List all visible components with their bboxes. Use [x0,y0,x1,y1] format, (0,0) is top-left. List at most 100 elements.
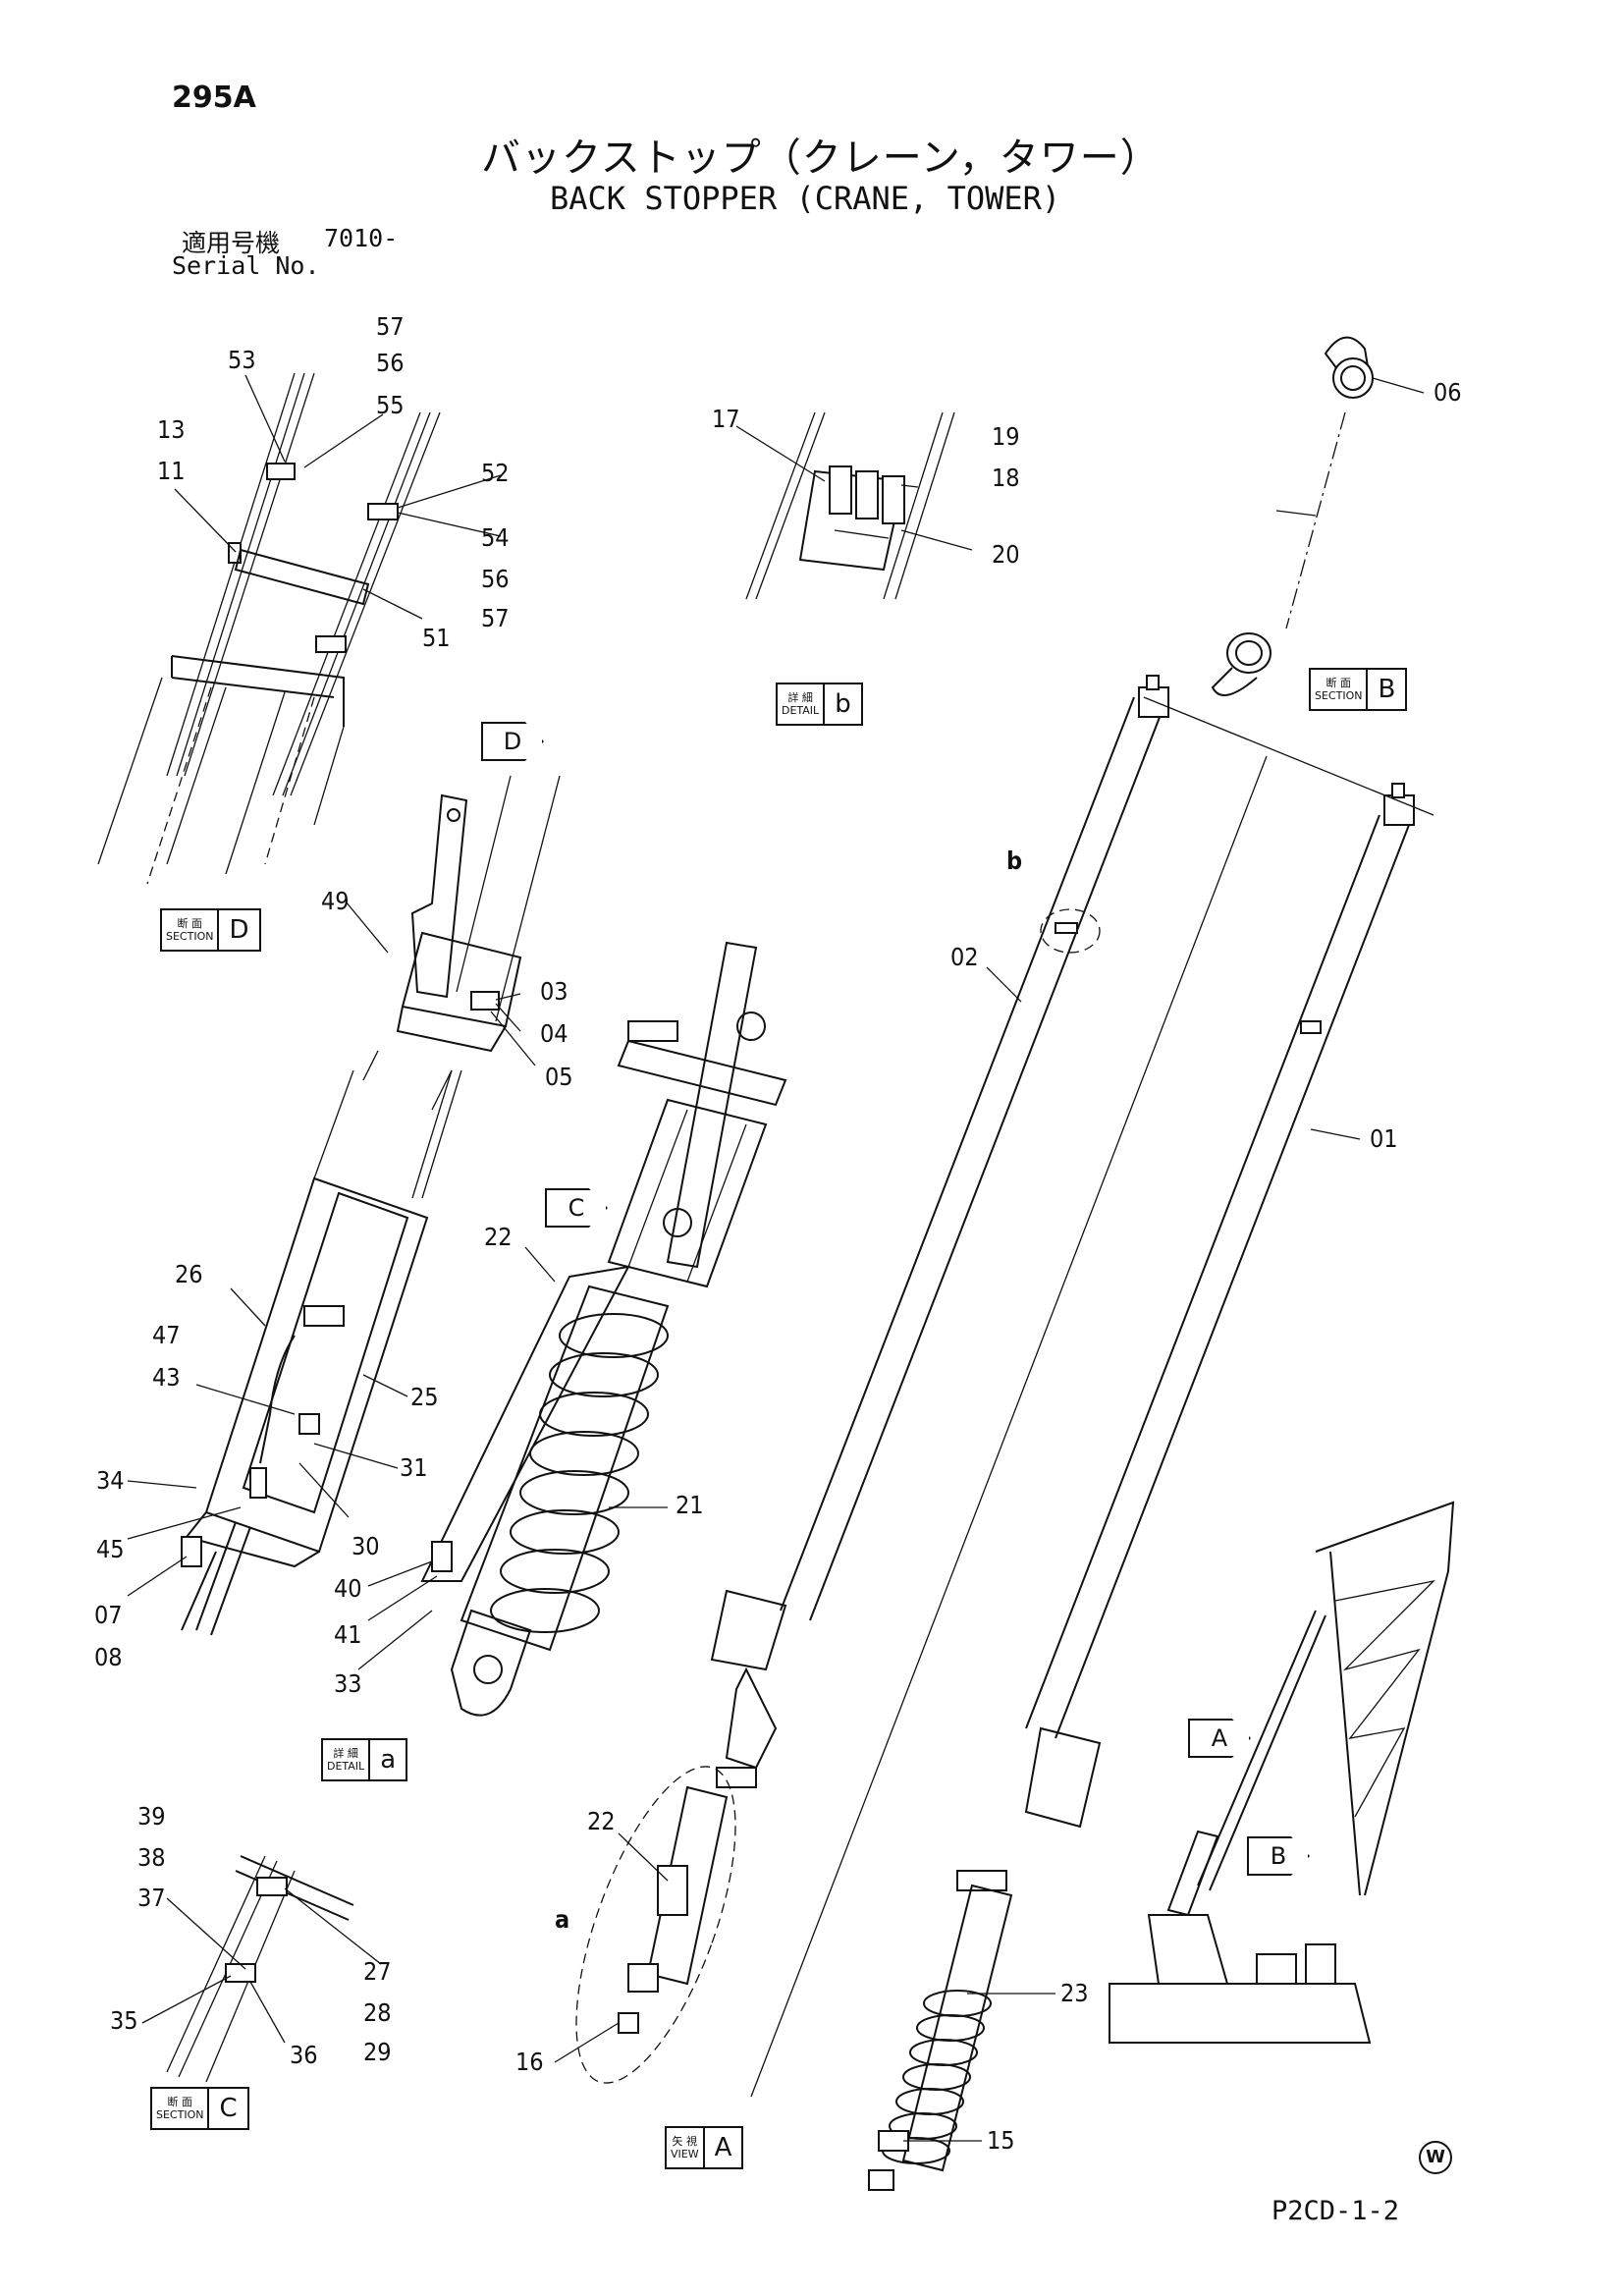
section-b-tag-jp: 断 面 [1325,677,1351,689]
callout-56: 56 [481,565,510,593]
callout-40: 40 [334,1574,362,1603]
callout-20: 20 [992,540,1020,569]
detail-marker-b: b [1006,847,1023,875]
section-d-tag-jp: 断 面 [177,917,202,930]
callout-27: 27 [363,1957,392,1986]
section-c-tag-jp: 断 面 [167,2096,192,2108]
detail-b-tag-en: DETAIL [782,704,820,717]
callout-16: 16 [515,2048,544,2076]
serial-label-english: Serial No. [172,251,320,280]
section-c-tag-en: SECTION [156,2108,204,2121]
detail-a-tag-letter: a [380,1745,397,1775]
serial-number-value: 7010- [324,224,399,252]
callout-31: 31 [400,1453,428,1482]
callout-11: 11 [157,457,186,485]
callout-15: 15 [987,2126,1015,2155]
pin-section-b [1211,336,1374,696]
callout-22-view-a: 22 [587,1807,616,1835]
section-b-tag-letter: B [1378,675,1396,704]
callout-22-detail-a: 22 [484,1223,513,1251]
callout-01: 01 [1370,1124,1398,1153]
callout-28: 28 [363,1998,392,2027]
callout-52: 52 [481,459,510,487]
callout-53: 53 [228,346,256,374]
spring-coils-23 [882,1990,992,2164]
callout-36: 36 [290,2041,318,2069]
callout-03: 03 [540,977,568,1006]
callout-25: 25 [410,1383,439,1411]
title-japanese: バックストップ（クレーン，タワー） [481,136,1161,181]
callout-35: 35 [110,2006,138,2035]
callout-26: 26 [175,1260,203,1288]
view-arrow-c: C [545,1188,608,1228]
callout-54: 54 [481,523,510,552]
view-arrow-b: B [1247,1836,1310,1876]
callout-08: 08 [94,1643,123,1671]
callout-29: 29 [363,2038,392,2066]
callout-13: 13 [157,415,186,444]
view-a-tag-en: VIEW [671,2148,699,2160]
callout-41: 41 [334,1620,362,1649]
watermark-w-circle: W [1419,2141,1452,2174]
spring-coils-a [490,1313,669,1633]
section-d-hardware [362,775,561,1111]
leader-lines [127,374,1425,2142]
callout-04: 04 [540,1019,568,1048]
callout-45: 45 [96,1535,125,1563]
callout-18: 18 [992,464,1020,492]
detail-b-drawing [745,411,955,600]
callout-57: 57 [481,604,510,632]
callout-02: 02 [950,943,979,971]
boom-head-section-d [97,372,441,885]
callout-55: 55 [376,391,405,419]
view-a-tag-letter: A [714,2133,732,2162]
callout-37: 37 [137,1884,166,1912]
section-c-tag-letter: C [219,2094,238,2123]
callout-21: 21 [676,1491,704,1519]
callout-57-top: 57 [376,312,405,341]
callout-06: 06 [1434,378,1462,407]
section-d-tag-en: SECTION [166,930,214,943]
callout-38: 38 [137,1843,166,1872]
callout-33: 33 [334,1669,362,1698]
view-arrow-d: D [481,722,544,761]
detail-a-left-body [181,1069,462,1636]
detail-a-tag-jp: 詳 細 [333,1747,358,1760]
detail-a-right-spring-unit [420,941,787,1717]
callout-56-top: 56 [376,349,405,377]
serial-label-japanese: 適用号機 [182,229,281,257]
drawing-code: P2CD-1-2 [1271,2196,1400,2226]
callout-30: 30 [352,1532,380,1560]
section-d-tag-letter: D [229,915,249,945]
title-english: BACK STOPPER (CRANE, TOWER) [550,180,1061,217]
callout-17: 17 [712,405,740,433]
detail-b-tag-jp: 詳 細 [787,691,813,704]
detail-b-tag-letter: b [835,689,851,719]
page-number: 295A [172,81,256,115]
callout-43: 43 [152,1363,181,1392]
detail-a-tag-en: DETAIL [327,1760,365,1773]
callout-23: 23 [1060,1979,1089,2007]
callout-05: 05 [545,1063,573,1091]
boom-member-02 [575,675,1169,2084]
callout-34: 34 [96,1466,125,1495]
callout-47: 47 [152,1321,181,1349]
view-a-centerline [750,755,1268,2098]
callout-07: 07 [94,1601,123,1629]
section-b-tag-en: SECTION [1315,689,1363,702]
detail-marker-a: a [555,1905,570,1934]
crane-overview [1109,1501,1455,2044]
view-arrow-a: A [1188,1719,1251,1758]
view-a-tag-jp: 矢 視 [672,2135,698,2148]
callout-49: 49 [321,887,350,915]
callout-39: 39 [137,1802,166,1831]
boom-member-01 [868,783,1415,2191]
section-b-cut-line [1143,696,1434,816]
